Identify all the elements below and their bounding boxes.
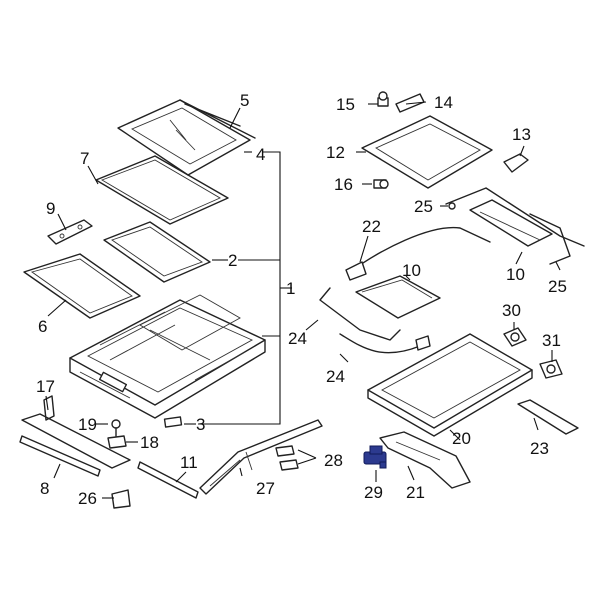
rear-glass-12 xyxy=(361,115,493,189)
callout-labels: 5 4 7 9 2 1 6 24 3 17 19 18 8 26 11 27 2… xyxy=(36,91,567,508)
sunroof-frame-assembly xyxy=(69,294,266,419)
callout-4: 4 xyxy=(256,145,265,164)
callout-25-upper: 25 xyxy=(414,197,433,216)
callout-19: 19 xyxy=(78,415,97,434)
long-side-rail xyxy=(199,419,323,495)
leader-lines xyxy=(45,101,561,499)
clips-28 xyxy=(275,445,299,471)
side-rails-left xyxy=(19,395,199,509)
callout-9: 9 xyxy=(46,199,55,218)
callout-23: 23 xyxy=(530,439,549,458)
callout-13: 13 xyxy=(512,125,531,144)
bracket-13 xyxy=(503,153,529,173)
callout-6: 6 xyxy=(38,317,47,336)
bolt-16 xyxy=(373,179,389,189)
deflector-21 xyxy=(379,431,471,489)
callout-14: 14 xyxy=(434,93,453,112)
callout-22: 22 xyxy=(362,217,381,236)
callout-28: 28 xyxy=(324,451,343,470)
callout-2: 2 xyxy=(228,251,237,270)
pad-part xyxy=(163,416,183,428)
bolts-top xyxy=(377,91,425,113)
motor-22 xyxy=(345,261,367,281)
callout-1: 1 xyxy=(286,279,295,298)
callout-24-left: 24 xyxy=(288,329,307,348)
callout-24-right: 24 xyxy=(326,367,345,386)
glass-panel-rear xyxy=(23,253,141,319)
shade-lower-10 xyxy=(355,275,441,319)
glass-frame-rear xyxy=(103,221,211,283)
bracket-left xyxy=(47,219,93,245)
shade-cable-upper xyxy=(445,187,585,265)
callout-16: 16 xyxy=(334,175,353,194)
callout-30: 30 xyxy=(502,301,521,320)
callout-27: 27 xyxy=(256,479,275,498)
callout-18: 18 xyxy=(140,433,159,452)
callout-3: 3 xyxy=(196,415,205,434)
callout-26: 26 xyxy=(78,489,97,508)
bracket-23 xyxy=(517,399,579,435)
motor-31 xyxy=(539,359,563,379)
callout-10-upper: 10 xyxy=(506,265,525,284)
connector-29-highlighted xyxy=(363,445,387,469)
callout-12: 12 xyxy=(326,143,345,162)
callout-5: 5 xyxy=(240,91,249,110)
callout-20: 20 xyxy=(452,429,471,448)
screw-clip xyxy=(107,419,127,449)
motor-30 xyxy=(503,327,527,347)
callout-17: 17 xyxy=(36,377,55,396)
callout-21: 21 xyxy=(406,483,425,502)
seal-front xyxy=(95,155,229,225)
callout-25-right: 25 xyxy=(548,277,567,296)
callout-29: 29 xyxy=(364,483,383,502)
glass-panel-front xyxy=(117,99,256,176)
frame-tray-20 xyxy=(367,333,533,437)
callout-31: 31 xyxy=(542,331,561,350)
callout-10-lower: 10 xyxy=(402,261,421,280)
callout-11: 11 xyxy=(180,453,198,472)
callout-15: 15 xyxy=(336,95,355,114)
callout-8: 8 xyxy=(40,479,49,498)
cables-24 xyxy=(319,287,431,354)
callout-7: 7 xyxy=(80,149,89,168)
